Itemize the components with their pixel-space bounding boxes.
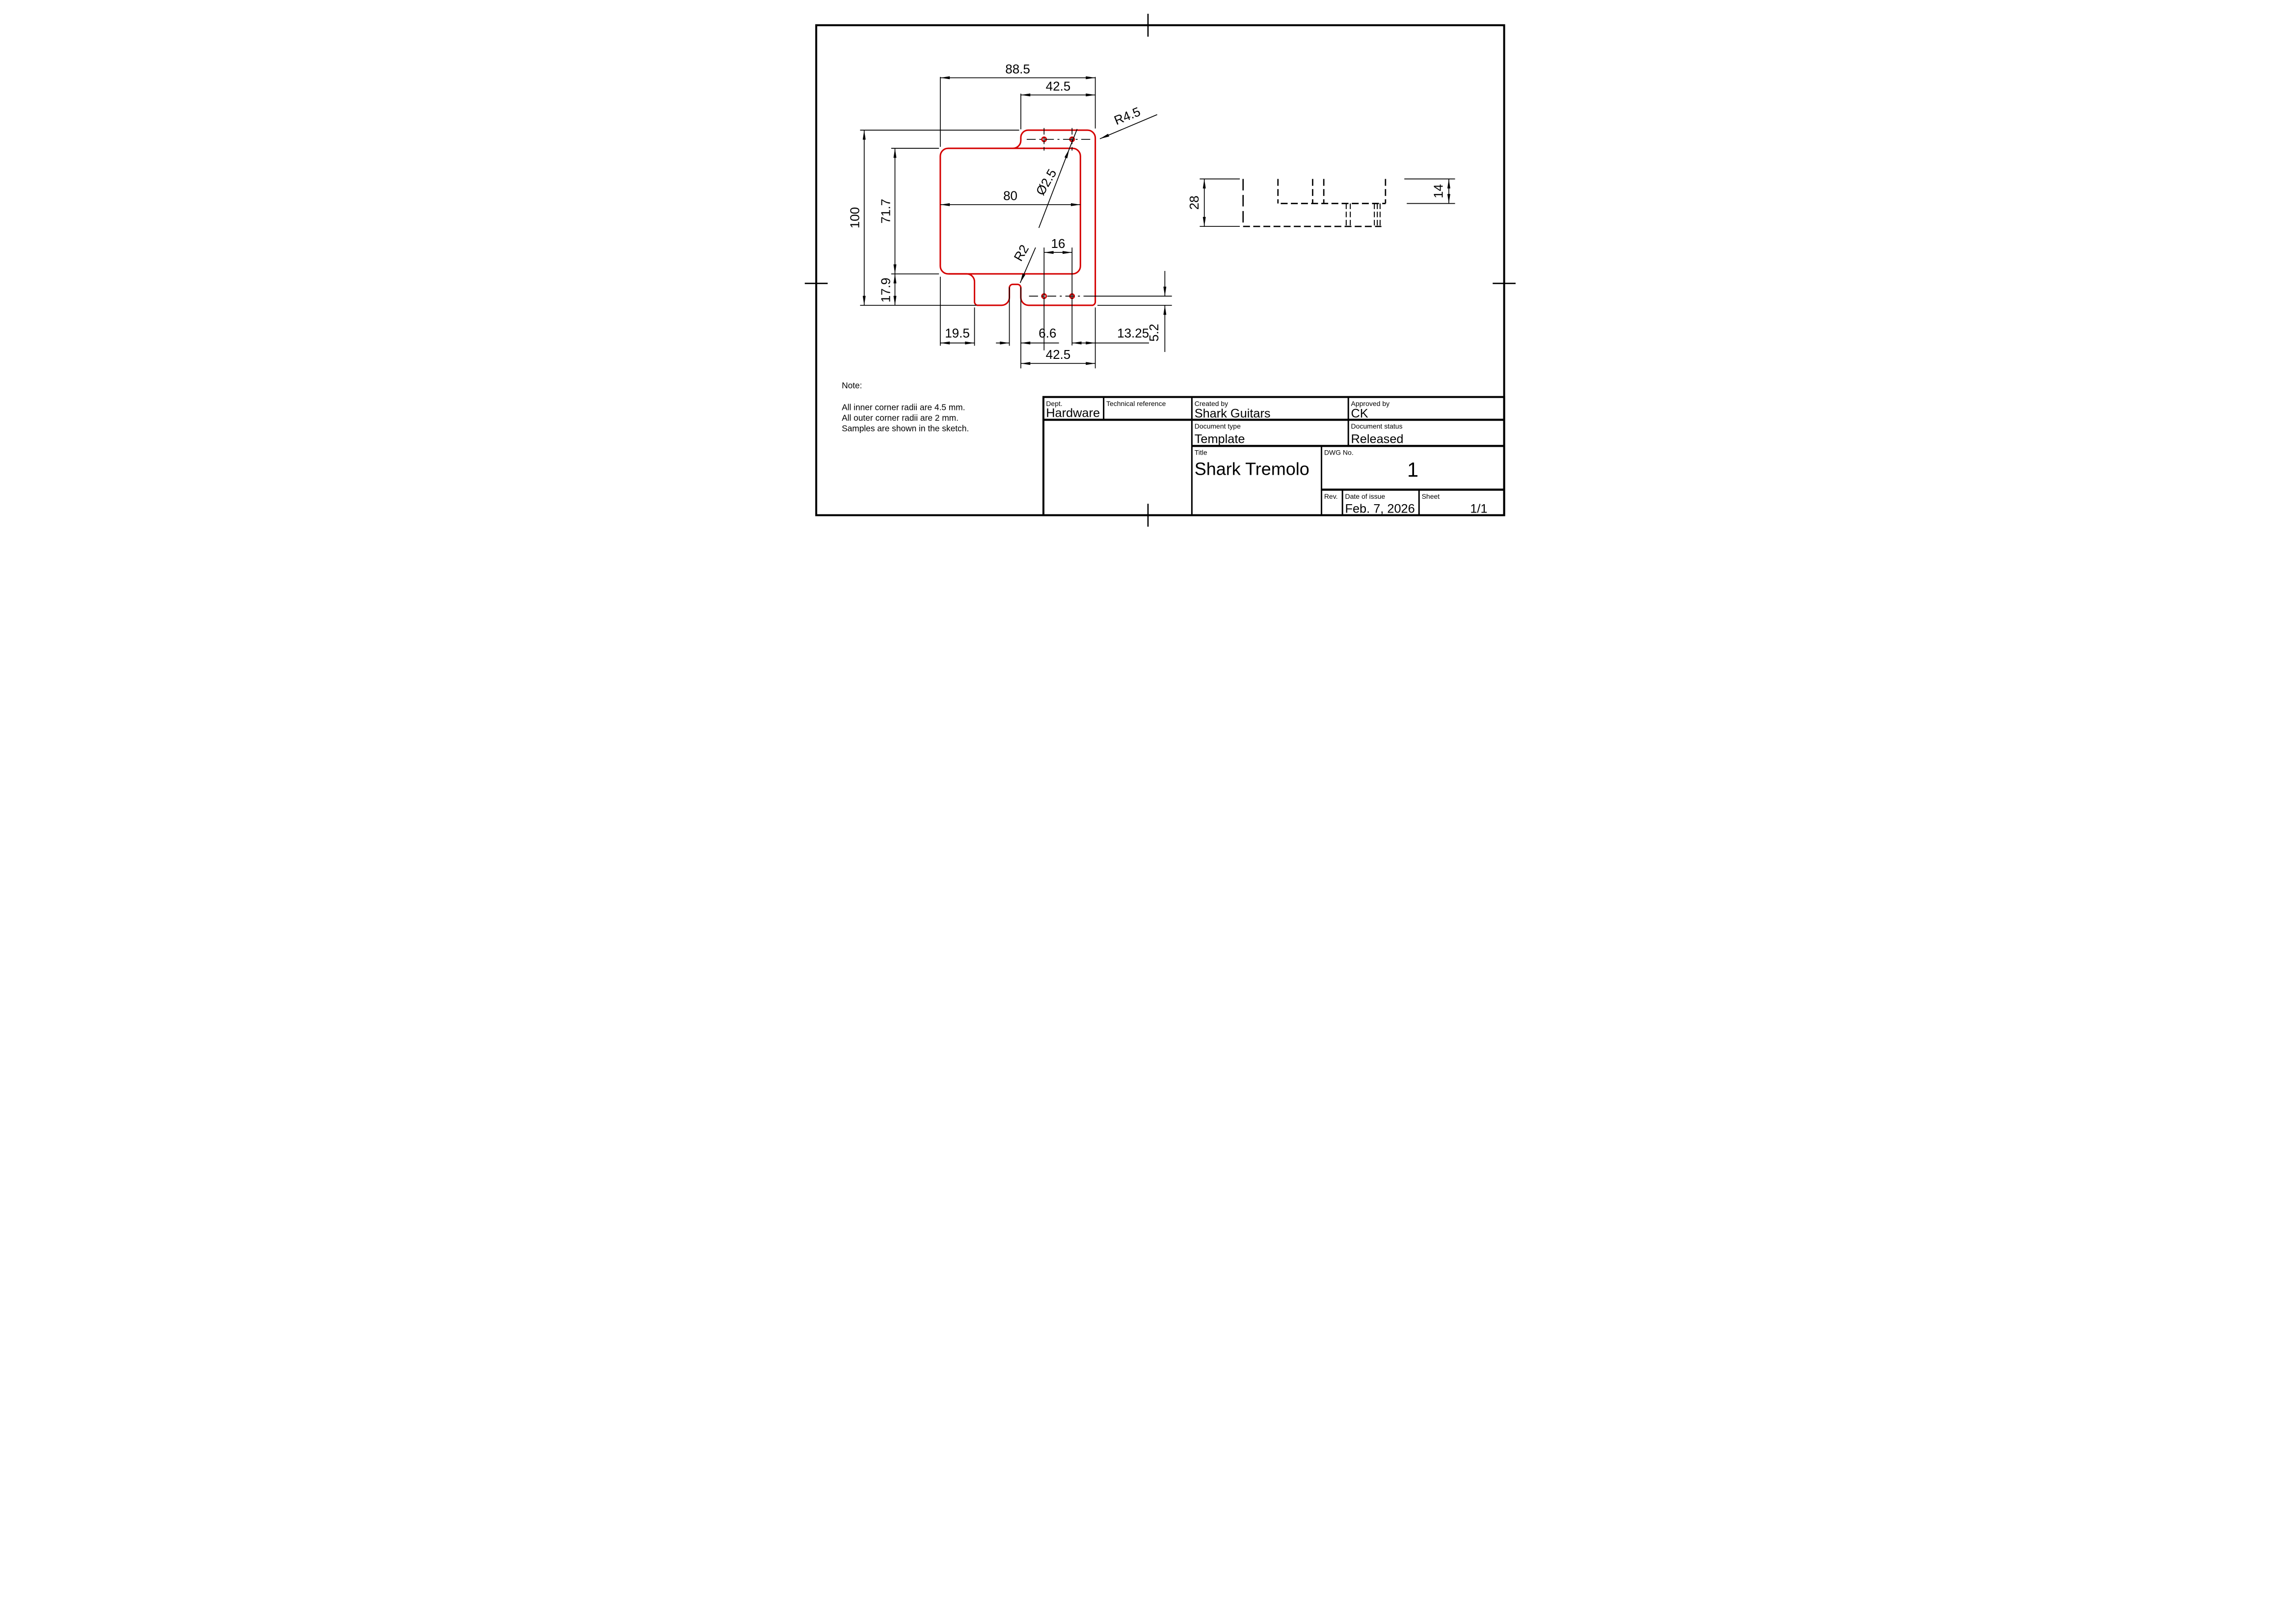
dim-text-total-height: 100 <box>848 207 862 228</box>
created-by-label: Created by <box>1195 400 1228 407</box>
dim-text-step-thickness: 14 <box>1431 184 1446 198</box>
dim-text-radius-notch: R2 <box>1011 242 1032 264</box>
dim-text-hole-to-bottom: 5.2 <box>1147 324 1161 342</box>
title-block-border <box>1042 396 1505 516</box>
side-view: 28 14 <box>1187 178 1455 227</box>
dwg-no-label: DWG No. <box>1324 448 1354 456</box>
dim-text-strip-offset: 19.5 <box>945 326 970 341</box>
sheet-label: Sheet <box>1422 492 1440 500</box>
created-by-value: Shark Guitars <box>1195 406 1271 420</box>
dwg-no-value: 1 <box>1407 459 1418 481</box>
dim-text-strip-height: 17.9 <box>878 278 893 303</box>
date-of-issue-label: Date of issue <box>1345 492 1386 500</box>
document-status-value: Released <box>1351 432 1404 446</box>
title-label: Title <box>1195 448 1207 456</box>
rev-label: Rev. <box>1324 492 1338 500</box>
sheet-value: 1/1 <box>1470 502 1487 515</box>
note-line: Samples are shown in the sketch. <box>842 424 969 433</box>
drawing-page: 88.5 42.5 100 71.7 17.9 80 16 19.5 6.6 1… <box>765 0 1531 541</box>
dim-text-radius-outer: R4.5 <box>1112 104 1143 128</box>
technical-reference-label: Technical reference <box>1106 400 1166 407</box>
dim-text-notch-width: 6.6 <box>1039 326 1056 341</box>
drawing-sheet: 88.5 42.5 100 71.7 17.9 80 16 19.5 6.6 1… <box>765 0 1531 541</box>
dim-text-pocket-height: 71.7 <box>878 199 893 224</box>
date-of-issue-value: Feb. 7, 2026 <box>1345 502 1415 515</box>
front-view: 88.5 42.5 100 71.7 17.9 80 16 19.5 6.6 1… <box>848 61 1172 369</box>
dim-text-total-width: 88.5 <box>1005 61 1030 76</box>
title-value: Shark Tremolo <box>1195 459 1309 479</box>
leader-dia-2-5 <box>1038 149 1070 228</box>
extension-lines <box>860 77 1172 369</box>
dim-text-pocket-width: 80 <box>1003 189 1017 203</box>
dim-text-tab-width: 42.5 <box>1046 79 1071 93</box>
dim-text-hole-spacing: 16 <box>1051 236 1065 251</box>
document-status-label: Document status <box>1351 422 1403 430</box>
sheet-frame <box>804 14 1516 527</box>
approved-by-label: Approved by <box>1351 400 1390 407</box>
leader-r4-5 <box>1099 114 1157 139</box>
title-block: Dept. Hardware Technical reference Creat… <box>1042 396 1505 516</box>
dept-value: Hardware <box>1046 406 1100 420</box>
leader-r2 <box>1019 247 1036 283</box>
document-type-label: Document type <box>1195 422 1241 430</box>
note-line: All outer corner radii are 2 mm. <box>842 413 959 423</box>
note-line: All inner corner radii are 4.5 mm. <box>842 402 965 412</box>
dept-label: Dept. <box>1046 400 1062 407</box>
dim-text-thickness: 28 <box>1187 195 1201 210</box>
centerlines <box>1026 128 1092 297</box>
dim-text-hole-diameter: Ø2.5 <box>1033 166 1059 198</box>
approved-by-value: CK <box>1351 406 1368 420</box>
dimension-lines <box>862 76 1167 365</box>
dim-text-hole-to-edge: 13.25 <box>1117 326 1149 341</box>
leader-dia-2-5-tail <box>1068 129 1078 149</box>
pocket-outline <box>939 147 1081 275</box>
dim-text-bottom-span: 42.5 <box>1046 347 1071 362</box>
document-type-value: Template <box>1195 432 1245 446</box>
note-heading: Note: <box>842 380 862 390</box>
note-block: Note: All inner corner radii are 4.5 mm.… <box>842 380 969 433</box>
